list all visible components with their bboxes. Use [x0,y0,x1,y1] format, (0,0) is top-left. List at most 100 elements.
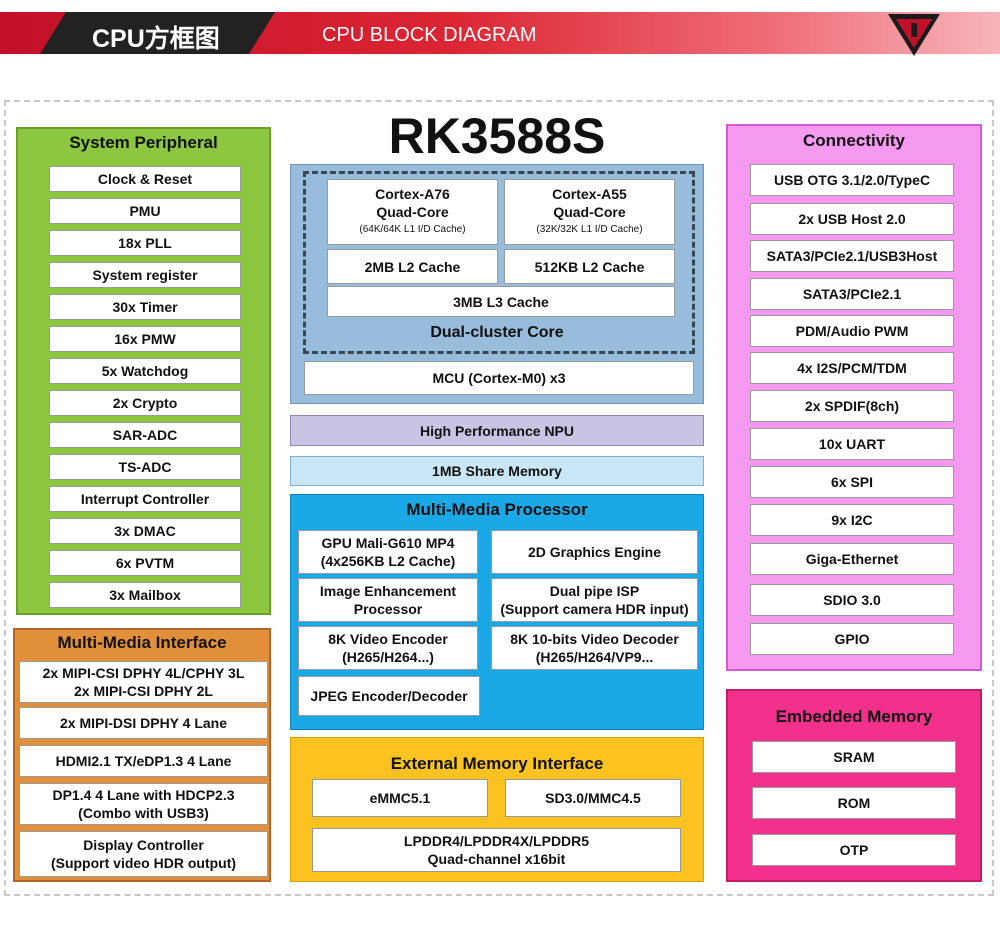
peripheral-item-line: PMU [129,203,161,219]
mm-interface-item-line: Display Controller [83,837,204,853]
mm-interface-item: Display Controller (Support video HDR out… [19,831,268,877]
peripheral-item-line: 30x Timer [112,299,178,315]
peripheral-item: System register [49,262,241,288]
mm-processor-item-line: JPEG Encoder/Decoder [310,688,468,704]
peripheral-item: SAR-ADC [49,422,241,448]
mm-processor-item-line: 8K Video Encoder [328,631,448,647]
connectivity-item: 9x I2C [750,504,954,536]
mm-processor-item: JPEG Encoder/Decoder [298,676,480,716]
peripheral-item: TS-ADC [49,454,241,480]
mm-processor-item-line: Dual pipe ISP [549,583,640,599]
peripheral-item-line: System register [92,267,198,283]
mm-processor-item-line: GPU Mali-G610 MP4 [321,535,455,551]
peripheral-item-line: 2x Crypto [112,395,178,411]
header-banner: CPU方框图 CPU BLOCK DIAGRAM [0,0,1000,62]
cortex-a76-cores: Quad-Core [376,204,449,220]
embedded-memory-item-line: ROM [837,795,871,811]
share-memory-box: 1MB Share Memory [290,456,704,486]
mm-interface-item-line: 2x MIPI-CSI DPHY 2L [73,683,213,699]
connectivity-item: PDM/Audio PWM [750,315,954,347]
connectivity-item-line: 10x UART [818,436,886,452]
mm-processor-item-line: Processor [353,601,423,617]
connectivity-item-line: GPIO [834,631,870,647]
peripheral-item: Clock & Reset [49,166,241,192]
peripheral-item-line: 3x Mailbox [109,587,181,603]
ext-memory-item: SD3.0/MMC4.5 [505,779,681,817]
connectivity-item-line: 6x SPI [830,474,874,490]
connectivity-item-line: PDM/Audio PWM [795,323,909,339]
peripheral-item: 6x PVTM [49,550,241,576]
connectivity-title: Connectivity [802,131,906,150]
connectivity-item: 10x UART [750,428,954,460]
peripheral-item-line: TS-ADC [118,459,172,475]
embedded-memory-title: Embedded Memory [775,707,933,726]
cortex-a76-box: Cortex-A76 Quad-Core (64K/64K L1 I/D Cac… [327,179,498,245]
peripheral-item: 18x PLL [49,230,241,256]
mm-processor-item-line: (H265/H264...) [342,649,434,665]
connectivity-item: Giga-Ethernet [750,543,954,575]
mm-processor-panel: Multi-Media Processor GPU Mali-G610 MP4 (… [290,494,704,730]
embedded-memory-item-line: SRAM [833,749,875,765]
mm-processor-item: 2D Graphics Engine [491,530,698,574]
mm-processor-item-line: Image Enhancement [319,583,457,599]
dual-cluster-border [303,171,695,354]
mm-interface-title: Multi-Media Interface [57,633,227,652]
embedded-memory-item: ROM [752,787,956,819]
mm-processor-item: 8K Video Encoder (H265/H264...) [298,626,478,670]
peripheral-item: 3x Mailbox [49,582,241,608]
connectivity-item-line: 2x USB Host 2.0 [798,211,906,227]
connectivity-item-line: 2x SPDIF(8ch) [804,398,900,414]
peripheral-item-line: 16x PMW [114,331,176,347]
cortex-a55-cores: Quad-Core [553,204,626,220]
dual-cluster-label: Dual-cluster Core [430,324,564,341]
mm-processor-title: Multi-Media Processor [406,500,588,519]
cortex-a55-cache: (32K/32K L1 I/D Cache) [536,224,643,235]
a76-l2-cache-box: 2MB L2 Cache [327,249,498,284]
peripheral-item: 3x DMAC [49,518,241,544]
mm-interface-item: 2x MIPI-CSI DPHY 4L/CPHY 3L 2x MIPI-CSI D… [19,661,268,703]
connectivity-item-line: 9x I2C [831,512,873,528]
mm-processor-item-line: (4x256KB L2 Cache) [320,553,456,569]
ext-memory-item-line: SD3.0/MMC4.5 [545,790,641,806]
ext-memory-item-line: Quad-channel x16bit [427,851,566,867]
connectivity-item-line: 4x I2S/PCM/TDM [797,360,907,376]
peripheral-item-line: Clock & Reset [97,171,193,187]
peripheral-item: PMU [49,198,241,224]
header-dark-tab [40,12,275,54]
mm-interface-item: DP1.4 4 Lane with HDCP2.3(Combo with USB… [19,783,268,825]
cortex-a55-box: Cortex-A55 Quad-Core (32K/32K L1 I/D Cac… [504,179,675,245]
brand-logo-icon [888,14,940,56]
peripheral-item-line: SAR-ADC [112,427,178,443]
peripheral-item-line: 18x PLL [118,235,172,251]
peripheral-item-line: Interrupt Controller [80,491,210,507]
mm-interface-item-line: (Support video HDR output) [50,855,237,871]
cortex-a76-cache: (64K/64K L1 I/D Cache) [359,224,466,235]
embedded-memory-item: OTP [752,834,956,866]
header-title-en: CPU BLOCK DIAGRAM [322,24,537,46]
mm-interface-panel: Multi-Media Interface 2x MIPI-CSI DPHY 4… [13,628,271,882]
connectivity-item-line: SATA3/PCIe2.1/USB3Host [766,248,938,264]
mm-interface-item: 2x MIPI-DSI DPHY 4 Lane [19,707,268,739]
peripheral-item: 16x PMW [49,326,241,352]
mm-processor-item: 8K 10-bits Video Decoder(H265/H264/VP9..… [491,626,698,670]
connectivity-item-line: SATA3/PCIe2.1 [802,286,902,302]
ext-memory-item: eMMC5.1 [312,779,488,817]
ext-memory-item-line: eMMC5.1 [369,790,431,806]
connectivity-item: 4x I2S/PCM/TDM [750,352,954,384]
a55-l2-cache-box: 512KB L2 Cache [504,249,675,284]
mm-interface-item-line: HDMI2.1 TX/eDP1.3 4 Lane [55,753,232,769]
mm-interface-item-line: 2x MIPI-DSI DPHY 4 Lane [59,715,227,731]
peripheral-item: 5x Watchdog [49,358,241,384]
connectivity-item: SATA3/PCIe2.1/USB3Host [750,240,954,272]
ext-memory-item-line: LPDDR4/LPDDR4X/LPDDR5 [403,833,590,849]
cortex-a55-name: Cortex-A55 [552,186,627,202]
connectivity-item: GPIO [750,623,954,655]
chip-name: RK3588S [388,108,606,164]
mm-processor-item-line: 2D Graphics Engine [527,544,662,560]
header-title-cn: CPU方框图 [92,25,220,53]
mm-interface-item-line: 2x MIPI-CSI DPHY 4L/CPHY 3L [42,665,245,681]
